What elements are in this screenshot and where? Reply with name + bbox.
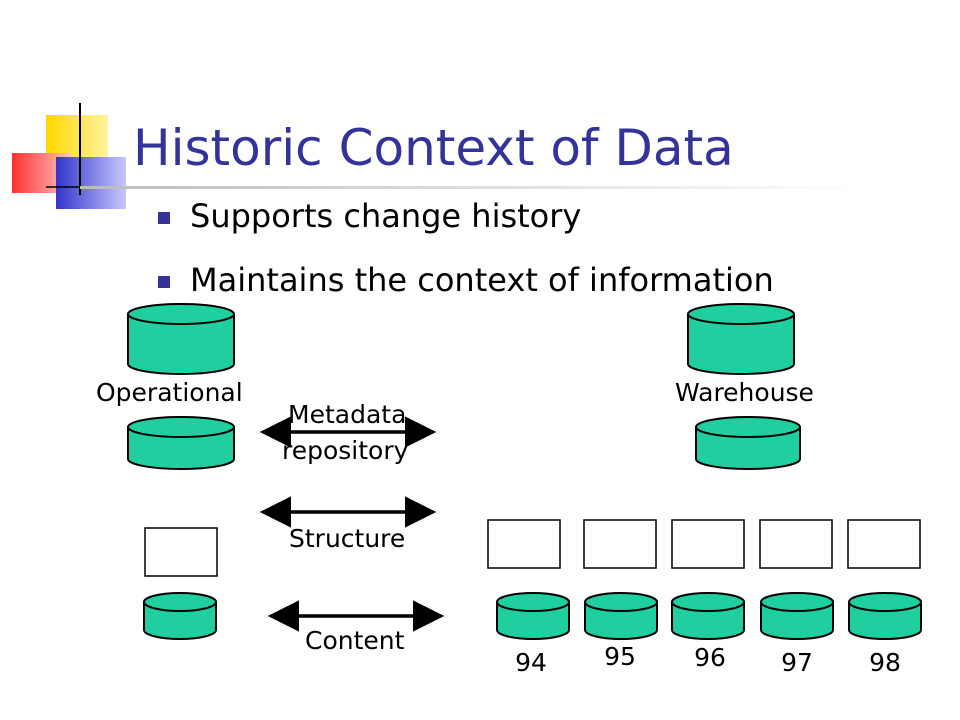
year-snapshot-cylinder [760,592,834,640]
title-underline [80,186,870,189]
year-label: 97 [781,648,813,677]
metadata-label: Metadata [288,400,407,429]
bullet-item: Supports change history [158,196,774,236]
decorative-squares-icon [12,103,140,209]
year-structure-box [583,519,657,569]
year-structure-box [847,519,921,569]
operational-metadata-cylinder [127,416,235,470]
year-label: 96 [694,643,726,672]
structure-label: Structure [289,524,406,553]
bullet-item: Maintains the context of information [158,260,774,300]
year-structure-box [487,519,561,569]
operational-structure-box [144,527,218,577]
square-bullet-icon [158,276,170,288]
operational-database-cylinder [127,303,235,375]
bullet-list: Supports change history Maintains the co… [158,196,774,324]
warehouse-metadata-cylinder [695,416,801,470]
square-bullet-icon [158,212,170,224]
bullet-text: Supports change history [190,197,582,235]
year-label: 95 [604,642,636,671]
bullet-text: Maintains the context of information [190,261,774,299]
operational-content-cylinder [143,592,217,640]
operational-label: Operational [96,378,243,407]
year-snapshot-cylinder [584,592,658,640]
year-snapshot-cylinder [496,592,570,640]
year-snapshot-cylinder [671,592,745,640]
year-structure-box [671,519,745,569]
slide-title: Historic Context of Data [133,119,734,177]
year-label: 98 [869,648,901,677]
warehouse-database-cylinder [687,303,795,375]
year-snapshot-cylinder [848,592,922,640]
year-structure-box [759,519,833,569]
warehouse-label: Warehouse [675,378,814,407]
repository-label: repository [282,436,409,465]
deco-blue-square [56,157,126,209]
year-label: 94 [515,648,547,677]
content-label: Content [305,626,405,655]
